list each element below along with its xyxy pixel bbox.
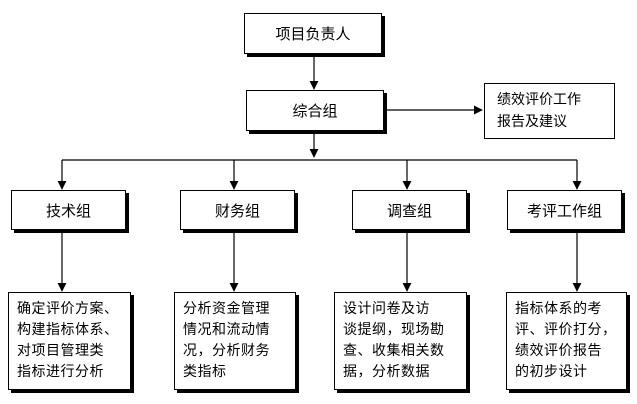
report-box: 绩效评价工作 报告及建议 bbox=[484, 83, 615, 139]
task-line: 指标体系的考 bbox=[515, 301, 602, 317]
task-line: 指标进行分析 bbox=[17, 364, 104, 380]
task-line: 构建指标体系、 bbox=[17, 322, 119, 338]
group-box-survey: 调查组 bbox=[352, 190, 467, 230]
task-line: 分析资金管理 bbox=[183, 301, 270, 317]
task-line: 查、收集相关数 bbox=[343, 343, 445, 359]
task-box-evaluation: 指标体系的考 评、评价打分， 绩效评价报告 的初步设计 bbox=[506, 292, 627, 390]
leader-label: 项目负责人 bbox=[275, 25, 351, 43]
task-line: 况，分析财务 bbox=[183, 343, 270, 359]
task-line: 评、评价打分， bbox=[515, 322, 617, 338]
group-box-finance: 财务组 bbox=[180, 190, 295, 230]
task-line: 谈提纲，现场勘 bbox=[343, 322, 445, 338]
group-label-finance: 财务组 bbox=[214, 201, 260, 220]
task-box-finance: 分析资金管理 情况和流动情 况，分析财务 类指标 bbox=[174, 292, 296, 390]
task-line: 的初步设计 bbox=[515, 364, 588, 380]
report-line-1: 绩效评价工作 bbox=[497, 92, 581, 108]
group-label-evaluation: 考评工作组 bbox=[526, 201, 602, 220]
task-line: 类指标 bbox=[183, 364, 227, 380]
task-line: 据，分析数据 bbox=[343, 364, 430, 380]
hub-label: 综合组 bbox=[292, 102, 338, 120]
group-label-survey: 调查组 bbox=[386, 201, 432, 220]
task-line: 确定评价方案、 bbox=[17, 301, 119, 317]
task-line: 对项目管理类 bbox=[17, 343, 104, 359]
group-box-evaluation: 考评工作组 bbox=[507, 190, 622, 230]
group-label-technical: 技术组 bbox=[45, 201, 91, 220]
task-line: 绩效评价报告 bbox=[515, 343, 602, 359]
report-line-2: 报告及建议 bbox=[497, 114, 567, 130]
group-box-technical: 技术组 bbox=[11, 190, 126, 230]
task-line: 情况和流动情 bbox=[183, 322, 270, 338]
task-box-survey: 设计问卷及访 谈提纲，现场勘 查、收集相关数 据，分析数据 bbox=[334, 292, 467, 390]
task-line: 设计问卷及访 bbox=[343, 301, 430, 317]
hub-box: 综合组 bbox=[246, 90, 384, 131]
leader-box: 项目负责人 bbox=[244, 13, 382, 54]
task-box-technical: 确定评价方案、 构建指标体系、 对项目管理类 指标进行分析 bbox=[8, 292, 131, 390]
